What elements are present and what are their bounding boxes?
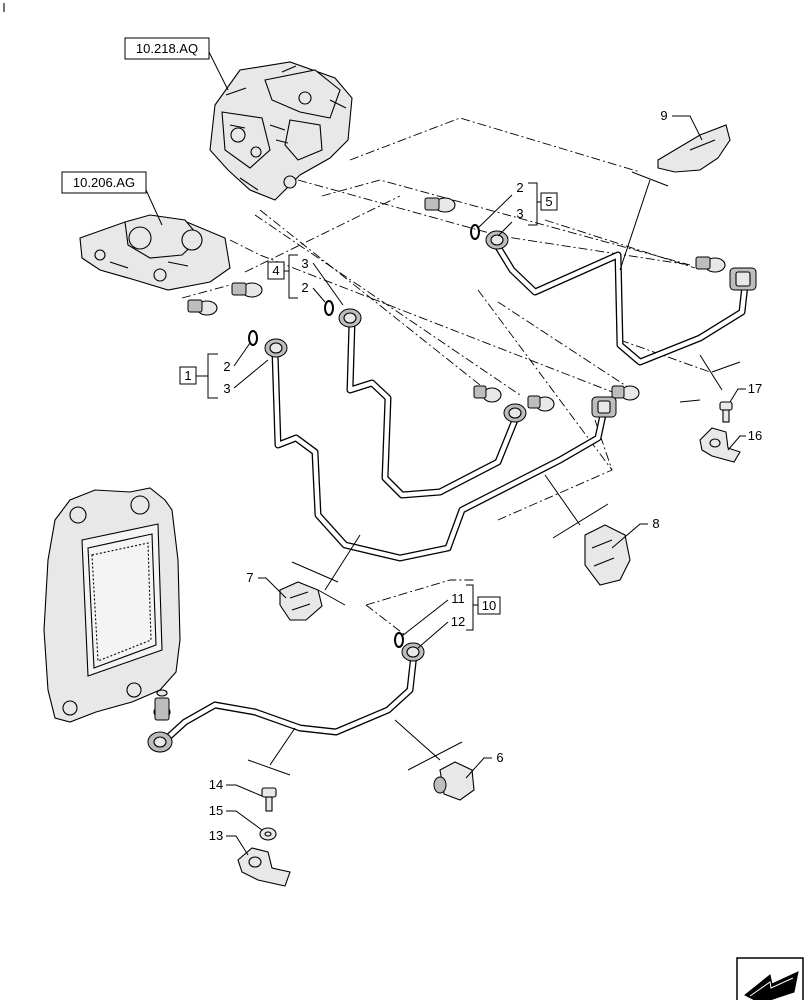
nut-g4-end <box>503 403 527 423</box>
tube-end-nuts <box>147 230 757 753</box>
group-5-label: 5 <box>545 194 552 209</box>
fitting-right <box>695 256 726 273</box>
callout-12: 12 <box>451 614 465 629</box>
callout-2a: 2 <box>516 180 523 195</box>
callout-15: 15 <box>209 803 223 818</box>
callout-3c: 3 <box>223 381 230 396</box>
group-4-callout: 4 3 2 <box>267 254 344 306</box>
part-clamp-16 <box>699 427 741 463</box>
next-page-arrow-icon[interactable] <box>736 957 804 1000</box>
group-1-callout: 1 2 3 <box>179 342 269 399</box>
part-clip-7 <box>279 581 323 621</box>
reference-housing-label: 10.206.AG <box>73 175 135 190</box>
part-bolt-14 <box>261 787 277 812</box>
part-clip-8 <box>584 524 631 586</box>
group-1-label: 1 <box>184 368 191 383</box>
nut-g1-start <box>264 338 288 358</box>
callout-14-group: 14 <box>209 777 263 797</box>
group-4-label: 4 <box>272 263 279 278</box>
nut-g10-end <box>147 731 173 753</box>
fitting-mid-1 <box>473 385 502 403</box>
fittings <box>153 197 726 721</box>
part-bolt-17 <box>719 401 733 423</box>
group-10-label: 10 <box>482 598 496 613</box>
callout-2b: 2 <box>301 280 308 295</box>
housing-illustration <box>79 214 231 291</box>
fitting-housing <box>187 299 218 316</box>
fitting-mid-2 <box>527 395 555 412</box>
callout-2c: 2 <box>223 359 230 374</box>
tube-cut-marks <box>247 171 741 776</box>
reference-housing[interactable]: 10.206.AG <box>61 171 163 226</box>
group-10-callout: 10 11 12 <box>401 584 501 649</box>
fitting-pump-2 <box>231 282 263 298</box>
part-clamp-13 <box>237 847 291 887</box>
callout-17-group: 17 <box>729 381 762 403</box>
fitting-pump-1 <box>424 197 456 213</box>
callout-9-group: 9 <box>660 108 703 141</box>
callout-13: 13 <box>209 828 223 843</box>
fitting-ecu <box>153 689 171 721</box>
callout-8-group: 8 <box>611 516 660 549</box>
callout-13-group: 13 <box>209 828 249 856</box>
part-bracket-9 <box>657 124 731 173</box>
ecu-illustration <box>43 487 181 723</box>
callout-16: 16 <box>748 428 762 443</box>
fitting-mid-3 <box>611 385 640 401</box>
callout-7: 7 <box>246 570 253 585</box>
callout-3b: 3 <box>301 256 308 271</box>
callout-7-group: 7 <box>246 570 287 599</box>
nut-g4-start <box>338 308 362 328</box>
injection-pump-illustration <box>209 61 353 201</box>
part-washer-15 <box>259 827 277 841</box>
nut-g1-end <box>591 396 617 418</box>
callout-14: 14 <box>209 777 223 792</box>
nut-g5-end <box>729 267 757 291</box>
callout-11: 11 <box>451 591 465 606</box>
group-5-callout: 5 2 3 <box>477 180 558 237</box>
fuel-tubes <box>159 238 749 746</box>
callout-15-group: 15 <box>209 803 263 831</box>
callout-6-group: 6 <box>465 750 504 779</box>
reference-pump-label: 10.218.AQ <box>136 41 198 56</box>
callout-6: 6 <box>496 750 503 765</box>
callout-3a: 3 <box>516 206 523 221</box>
nut-g5-start <box>485 230 509 250</box>
callout-17: 17 <box>748 381 762 396</box>
part-connector-6 <box>433 761 475 801</box>
o-rings <box>248 224 480 648</box>
reference-pump[interactable]: 10.218.AQ <box>124 37 229 91</box>
callout-8: 8 <box>652 516 659 531</box>
callout-16-group: 16 <box>727 428 762 451</box>
callout-9: 9 <box>660 108 667 123</box>
